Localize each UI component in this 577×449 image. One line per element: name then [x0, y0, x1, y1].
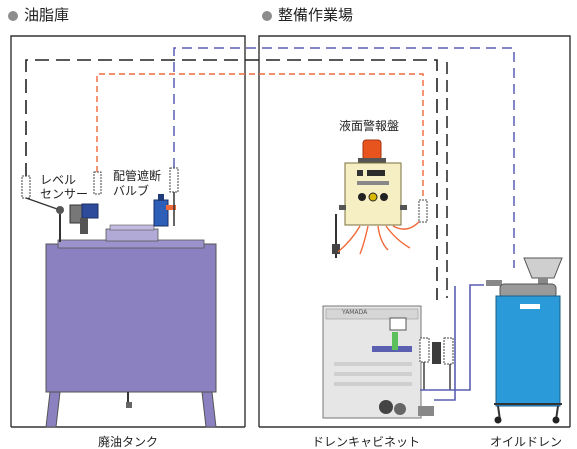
shutoff-valve-label-line1: 配管遮断	[113, 169, 162, 183]
cabinet-sensors	[419, 284, 484, 401]
pipe-blue-dashed	[173, 47, 515, 268]
cable-orange-dashed	[96, 73, 424, 200]
section-title-oil-storage: 油脂庫	[24, 6, 70, 24]
waste-oil-tank	[45, 224, 217, 428]
shutoff-valve	[153, 167, 179, 227]
shutoff-valve-label-line2: バルブ	[113, 184, 150, 198]
header-dot-icon-right	[262, 11, 272, 21]
alarm-panel	[332, 139, 428, 258]
drain-cabinet	[322, 305, 434, 419]
oil-drain-unit	[486, 257, 563, 424]
caption-oil-drain: オイルドレン	[490, 435, 563, 449]
header-dot-icon-left	[8, 11, 18, 21]
caption-drain-cabinet: ドレンキャビネット	[312, 435, 421, 449]
level-sensor-label-line2: センサー	[40, 187, 89, 201]
level-sensor-label-line1: レベル	[40, 173, 77, 187]
caption-waste-oil-tank: 廃油タンク	[98, 435, 159, 449]
section-title-maintenance-area: 整備作業場	[278, 6, 354, 24]
cabinet-brand-label: YAMADA	[342, 309, 368, 316]
level-sensor-assembly	[21, 171, 102, 242]
alarm-panel-label: 液面警報盤	[339, 119, 400, 133]
signal-line-black	[25, 59, 438, 300]
